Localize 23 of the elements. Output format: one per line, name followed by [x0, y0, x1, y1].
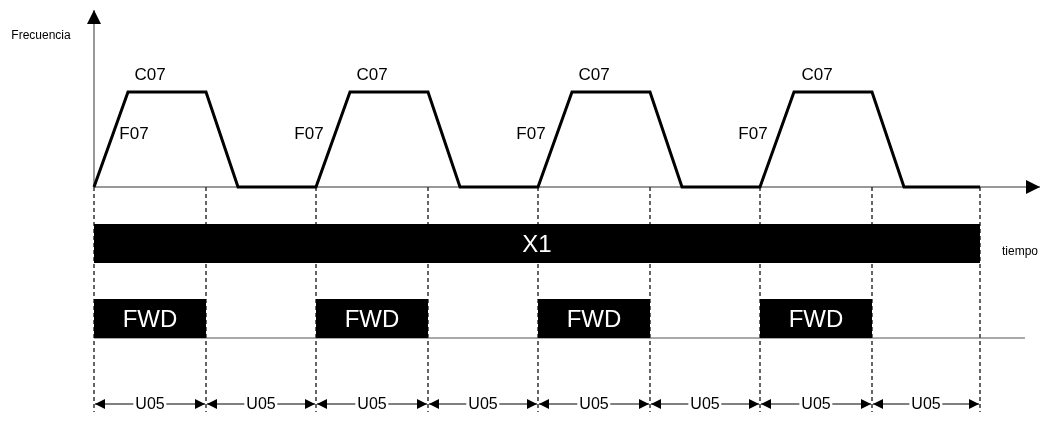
dimension-label: U05: [688, 396, 722, 412]
ramp-label: F07: [294, 125, 324, 142]
signal-bar: FWD: [94, 299, 206, 338]
dimension-label: U05: [133, 396, 167, 412]
dimension-label: U05: [244, 396, 278, 412]
ramp-label: F07: [516, 125, 546, 142]
ramp-label: C07: [578, 66, 610, 83]
signal-bar: FWD: [760, 299, 872, 338]
axis-label: tiempo: [1002, 245, 1038, 257]
dimension-label: U05: [466, 396, 500, 412]
dimension-label: U05: [909, 396, 943, 412]
signal-bar: FWD: [316, 299, 428, 338]
axis-label: Frecuencia: [11, 29, 71, 41]
dimension-label: U05: [355, 396, 389, 412]
dimension-label: U05: [799, 396, 833, 412]
ramp-label: F07: [119, 125, 149, 142]
signal-bar: FWD: [538, 299, 650, 338]
ramp-label: C07: [134, 66, 166, 83]
ramp-label: C07: [801, 66, 833, 83]
dimension-label: U05: [577, 396, 611, 412]
signal-bar: X1: [94, 224, 980, 263]
ramp-label: C07: [356, 66, 388, 83]
ramp-label: F07: [738, 125, 768, 142]
